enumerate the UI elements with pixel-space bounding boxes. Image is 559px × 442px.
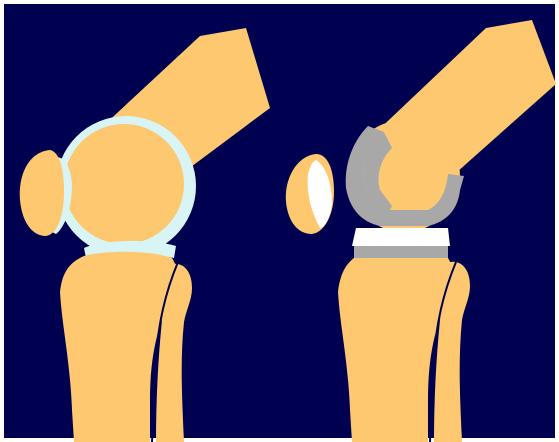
femoral-condyle — [64, 124, 184, 244]
tibial-tray — [354, 246, 448, 258]
tibial-insert — [352, 228, 450, 246]
